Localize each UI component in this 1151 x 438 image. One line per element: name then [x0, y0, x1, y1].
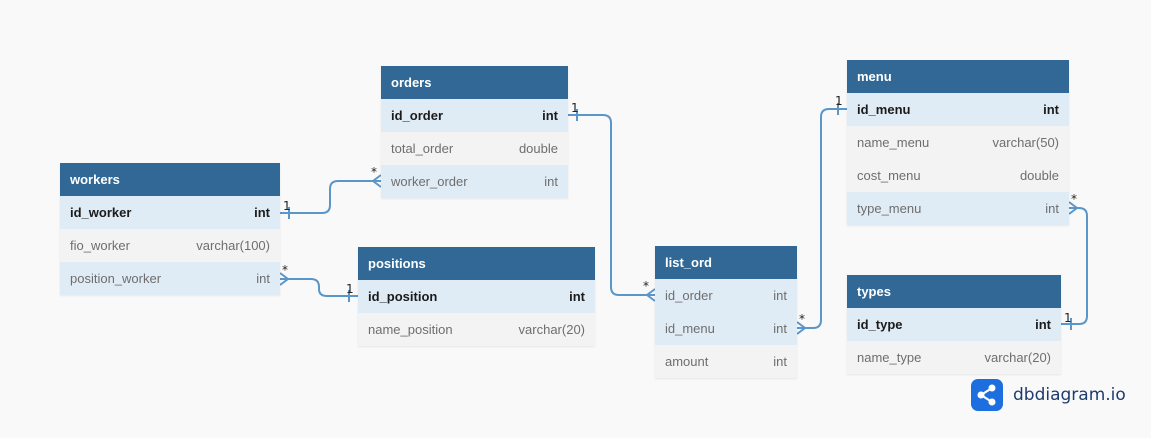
column-name: fio_worker	[70, 238, 130, 253]
column-row[interactable]: name_position varchar(20)	[358, 313, 595, 346]
column-row[interactable]: name_menu varchar(50)	[847, 126, 1069, 159]
many-marker	[279, 272, 290, 286]
column-row[interactable]: id_type int	[847, 308, 1061, 341]
column-name: position_worker	[70, 271, 162, 286]
table-header[interactable]: orders	[381, 66, 568, 99]
column-type: int	[544, 174, 558, 189]
column-name: amount	[665, 354, 709, 369]
column-row[interactable]: amount int	[655, 345, 797, 378]
column-row[interactable]: id_worker int	[60, 196, 280, 229]
brand-watermark[interactable]: dbdiagram.io	[971, 379, 1126, 411]
column-name: worker_order	[391, 174, 468, 189]
column-type: int	[773, 321, 787, 336]
column-type: int	[1043, 102, 1059, 117]
table-types[interactable]: types id_type int name_type varchar(20)	[847, 275, 1061, 374]
column-row[interactable]: type_menu int	[847, 192, 1069, 225]
relation-types-menu[interactable]	[1061, 207, 1088, 325]
column-name: id_menu	[857, 102, 911, 117]
relation-label-one: 1	[346, 282, 354, 296]
column-type: int	[1035, 317, 1051, 332]
column-row[interactable]: id_position int	[358, 280, 595, 313]
column-name: id_order	[391, 108, 444, 123]
column-type: int	[254, 205, 270, 220]
relation-label-one: 1	[571, 101, 579, 115]
column-type: int	[256, 271, 270, 286]
column-type: double	[1019, 168, 1059, 183]
table-header[interactable]: list_ord	[655, 246, 797, 279]
share-nodes-icon	[971, 379, 1003, 411]
brand-name: dbdiagram.io	[1013, 385, 1126, 405]
column-type: varchar(100)	[196, 238, 270, 253]
column-type: int	[773, 354, 787, 369]
table-positions[interactable]: positions id_position int name_position …	[358, 247, 595, 346]
column-name: id_type	[857, 317, 903, 332]
column-type: int	[1045, 201, 1059, 216]
many-marker	[645, 288, 656, 302]
column-name: id_order	[665, 288, 713, 303]
relation-label-many: *	[799, 312, 805, 326]
relation-orders-list_ord[interactable]	[568, 114, 655, 296]
table-menu[interactable]: menu id_menu int name_menu varchar(50) c…	[847, 60, 1069, 225]
column-name: name_menu	[857, 135, 930, 150]
relation-menu-list_ord[interactable]	[797, 108, 847, 329]
column-row[interactable]: position_worker int	[60, 262, 280, 295]
column-row[interactable]: name_type varchar(20)	[847, 341, 1061, 374]
column-row[interactable]: total_order double	[381, 132, 568, 165]
relation-label-many: *	[371, 165, 377, 179]
column-type: int	[773, 288, 787, 303]
column-row[interactable]: id_menu int	[847, 93, 1069, 126]
column-row[interactable]: id_order int	[381, 99, 568, 132]
column-type: varchar(20)	[984, 350, 1051, 365]
many-marker	[796, 321, 807, 335]
column-name: name_type	[857, 350, 922, 365]
column-type: int	[542, 108, 558, 123]
relation-label-one: 1	[283, 199, 291, 213]
many-marker	[1068, 201, 1079, 215]
column-name: total_order	[391, 141, 454, 156]
column-name: id_worker	[70, 205, 132, 220]
table-orders[interactable]: orders id_order int total_order double w…	[381, 66, 568, 198]
column-row[interactable]: worker_order int	[381, 165, 568, 198]
relation-label-many: *	[282, 263, 288, 277]
relation-label-many: *	[1071, 192, 1077, 206]
table-workers[interactable]: workers id_worker int fio_worker varchar…	[60, 163, 280, 295]
column-type: varchar(50)	[992, 135, 1059, 150]
table-header[interactable]: positions	[358, 247, 595, 280]
column-type: int	[569, 289, 585, 304]
column-type: double	[518, 141, 558, 156]
column-row[interactable]: cost_menu double	[847, 159, 1069, 192]
column-name: id_position	[368, 289, 438, 304]
table-list_ord[interactable]: list_ord id_order int id_menu int amount…	[655, 246, 797, 378]
table-header[interactable]: workers	[60, 163, 280, 196]
relation-label-one: 1	[1064, 311, 1072, 325]
relation-label-one: 1	[835, 94, 843, 108]
column-name: name_position	[368, 322, 453, 337]
relation-label-many: *	[643, 279, 649, 293]
column-type: varchar(20)	[518, 322, 585, 337]
many-marker	[371, 174, 382, 188]
column-row[interactable]: id_menu int	[655, 312, 797, 345]
column-row[interactable]: id_order int	[655, 279, 797, 312]
table-header[interactable]: types	[847, 275, 1061, 308]
column-name: id_menu	[665, 321, 715, 336]
column-name: type_menu	[857, 201, 922, 216]
relation-positions-workers[interactable]	[280, 278, 358, 297]
table-header[interactable]: menu	[847, 60, 1069, 93]
relation-workers-orders[interactable]	[280, 180, 381, 214]
column-row[interactable]: fio_worker varchar(100)	[60, 229, 280, 262]
column-name: cost_menu	[857, 168, 921, 183]
